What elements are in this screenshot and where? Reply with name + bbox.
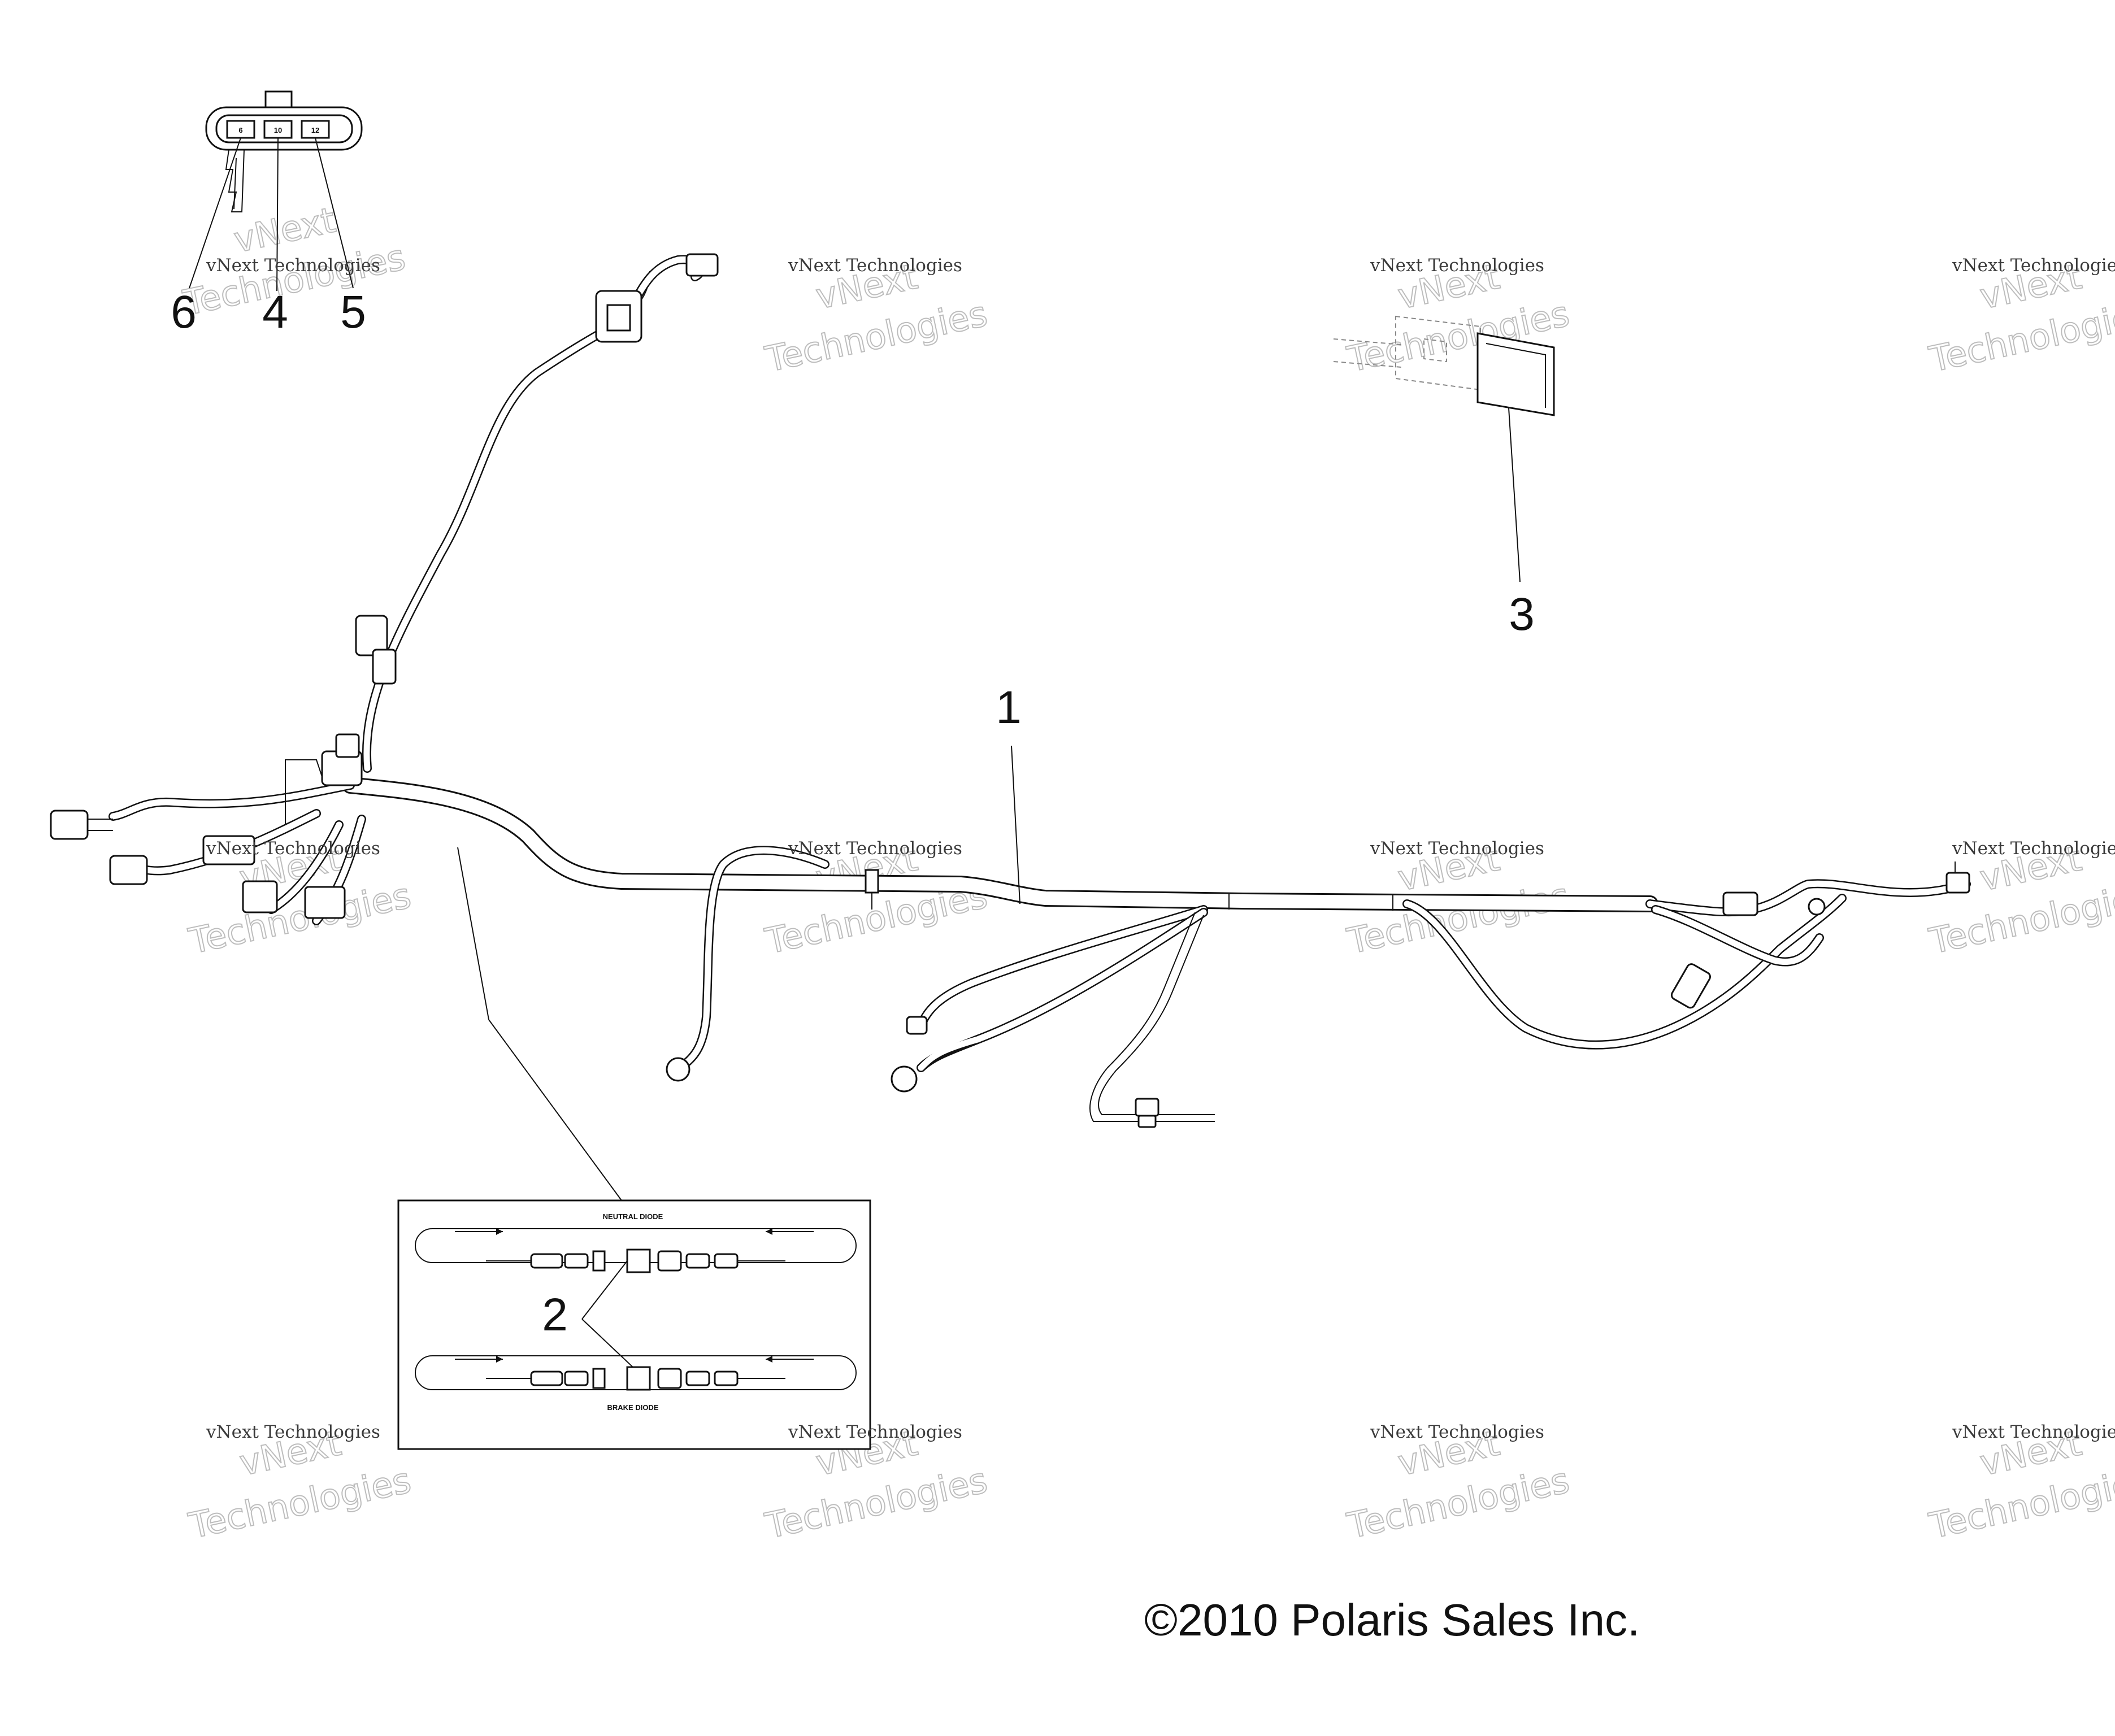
phantom-detail: [1423, 338, 1447, 363]
phantom-line: [1333, 338, 1402, 345]
inset-frame: [397, 1199, 871, 1450]
watermark-text: vNext Technologies: [1370, 1422, 1544, 1442]
watermark-big-1: vNext: [231, 199, 339, 261]
cluster-block: [202, 835, 255, 865]
part-3-edge: [1486, 343, 1546, 408]
watermark-text: vNext Technologies: [1952, 1422, 2115, 1442]
diode-connector: [657, 1368, 682, 1389]
left-connector-lower: [109, 855, 148, 885]
watermark-big-2: Technologies: [180, 236, 409, 323]
watermark-text: vNext Technologies: [1952, 255, 2115, 276]
watermark-text-layer: vNext Technologies vNext Technologies vN…: [206, 255, 2115, 1442]
watermark-text: vNext Technologies: [788, 838, 962, 859]
top-plug: [685, 253, 719, 277]
callout-4: 4: [262, 286, 288, 338]
rear-connector: [1670, 963, 1711, 1009]
rear-ring-terminal: [1808, 898, 1826, 916]
connector-clip-detail: [233, 158, 237, 210]
brake-diode-label: BRAKE DIODE: [607, 1403, 658, 1412]
terminal-boot: [906, 1016, 928, 1035]
watermark-big-2: Technologies: [1344, 1459, 1573, 1546]
callout-1: 1: [996, 682, 1022, 733]
watermark-text: vNext Technologies: [788, 255, 962, 276]
pin-label: 12: [311, 126, 319, 134]
rear-plug: [1722, 891, 1758, 916]
leader-line-2b: [581, 1319, 633, 1368]
part-3-detail: 3: [1333, 315, 1555, 640]
battery-terminal: [891, 1065, 918, 1093]
left-connector-upper: [50, 810, 89, 840]
diode-connector: [714, 1370, 739, 1386]
watermark-text: vNext Technologies: [1370, 838, 1544, 859]
watermark-text: vNext Technologies: [206, 255, 380, 276]
brake-diode: [626, 1366, 651, 1391]
diode-connector: [564, 1370, 589, 1386]
leader-line-4: [276, 137, 279, 291]
harness-clip: [865, 869, 879, 894]
part-3-body: [1476, 332, 1555, 416]
callout-5: 5: [340, 286, 366, 338]
leader-line-3: [1508, 407, 1521, 582]
diode-connector: [564, 1253, 589, 1269]
watermark-text: vNext Technologies: [788, 1422, 962, 1442]
mid-connector-2: [372, 649, 397, 685]
connector-detail: 6 10 12 6 4 5: [171, 90, 366, 338]
watermark-text: vNext Technologies: [206, 1422, 380, 1442]
watermark-big-2: Technologies: [185, 1459, 415, 1546]
leader-line-5: [315, 137, 354, 289]
callout-2: 2: [542, 1289, 568, 1341]
callout-3: 3: [1509, 589, 1535, 640]
phantom-line: [1333, 361, 1402, 368]
diode-connector: [657, 1250, 682, 1272]
diode-connector: [592, 1250, 606, 1272]
sensor-plug-2: [1137, 1115, 1157, 1128]
leader-line-6: [189, 137, 241, 289]
watermark-text: vNext Technologies: [1952, 838, 2115, 859]
main-harness: 1: [50, 253, 1971, 1201]
leader-line-1: [1011, 745, 1020, 904]
connector-clip: [225, 149, 245, 212]
cluster-plug-2: [304, 886, 346, 919]
diode-connector: [530, 1253, 563, 1269]
copyright-text: ©2010 Polaris Sales Inc.: [1144, 1595, 1640, 1645]
callout-6: 6: [171, 286, 197, 338]
watermark-big-2: Technologies: [762, 1459, 991, 1546]
diode-connector: [714, 1253, 739, 1269]
end-plug: [1945, 872, 1970, 894]
watermark-text: vNext Technologies: [1370, 255, 1544, 276]
leader-line-2a: [581, 1260, 628, 1320]
pin-slot-5: [301, 120, 330, 139]
watermark-text: vNext Technologies: [206, 838, 380, 859]
pin-label: 6: [238, 126, 242, 134]
top-connector-face: [606, 304, 631, 332]
diode-connector: [685, 1370, 710, 1386]
watermark-big-2: Technologies: [762, 293, 991, 380]
phantom-body: [1395, 315, 1481, 391]
diode-connector: [530, 1370, 563, 1386]
neutral-diode-label: NEUTRAL DIODE: [603, 1212, 663, 1221]
diode-connector: [685, 1253, 710, 1269]
leader-line-inset: [457, 847, 489, 1020]
cluster-plug: [242, 880, 278, 913]
mid-connector: [355, 615, 388, 656]
leader-line-inset-2: [488, 1019, 622, 1201]
pin-label: 10: [274, 126, 282, 134]
diode-inset: NEUTRAL DIODE BRAKE DIODE: [397, 1199, 871, 1450]
neutral-diode: [626, 1248, 651, 1273]
cluster-connector-2: [335, 733, 360, 758]
ring-terminal: [666, 1057, 690, 1082]
diode-connector: [592, 1368, 606, 1389]
sensor-plug: [1135, 1098, 1159, 1117]
